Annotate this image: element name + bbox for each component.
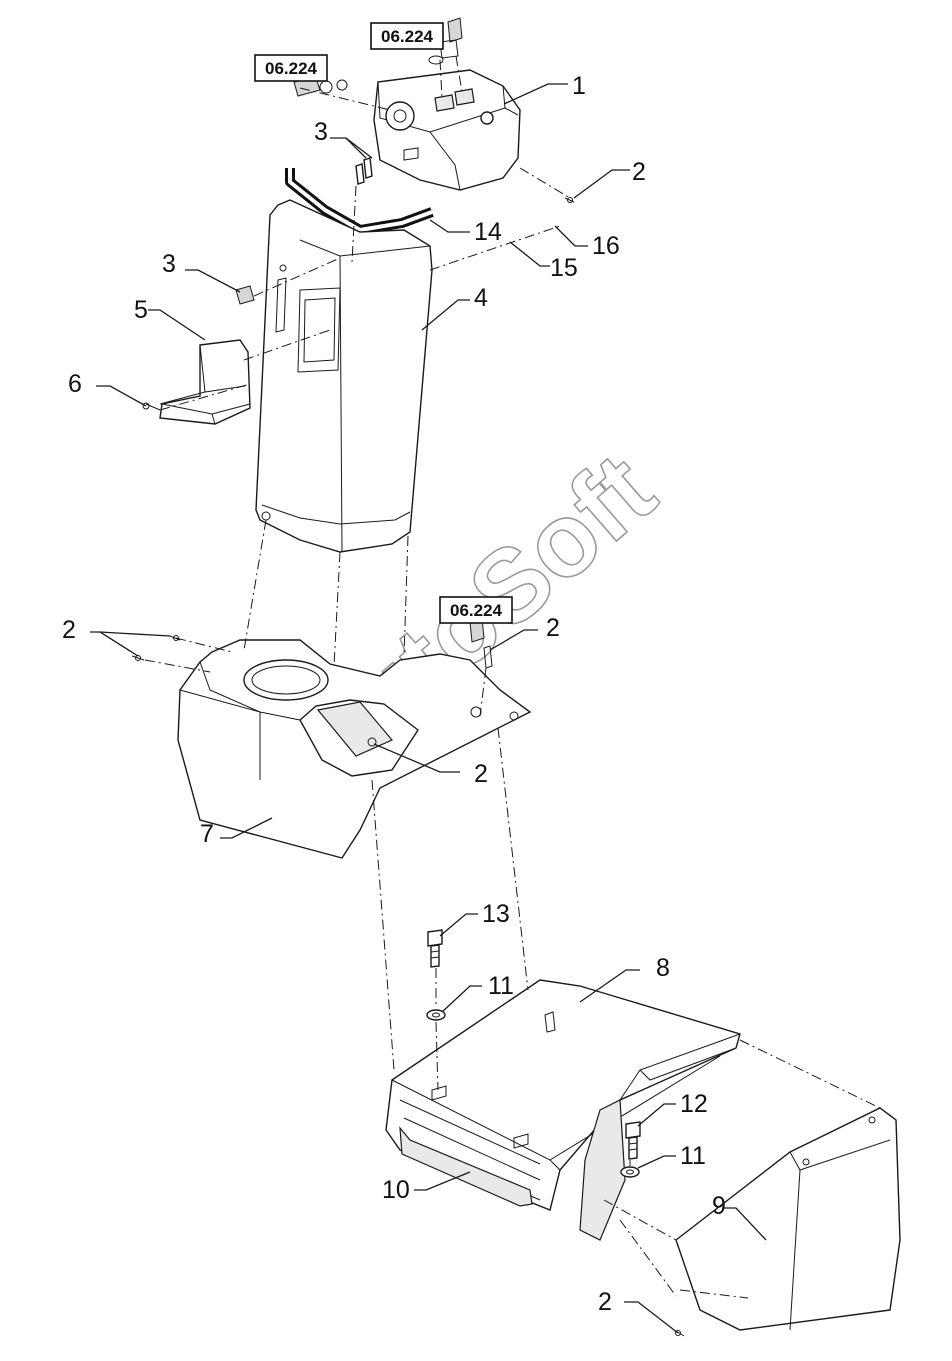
part-6-screw <box>142 402 161 411</box>
reference-label: 06.224 <box>265 59 318 78</box>
part-13-bolt <box>427 929 443 968</box>
part-3-clips-top <box>355 157 373 185</box>
callout-14: 14 <box>474 218 502 246</box>
part-12-bolt <box>625 1121 641 1160</box>
reference-label: 06.224 <box>450 601 503 620</box>
callout-3: 3 <box>314 118 328 146</box>
callout-16: 16 <box>592 232 620 260</box>
callout-2: 2 <box>546 614 560 642</box>
callout-5: 5 <box>134 296 148 324</box>
part-8-floor-frame <box>385 979 741 1241</box>
assembly-centerlines <box>144 55 881 1299</box>
callout-numbers: 1 2 3 14 16 15 3 4 5 6 2 2 2 7 13 8 11 1… <box>62 72 726 1316</box>
part-1-console-housing <box>373 69 521 191</box>
part-11-washer-right <box>620 1166 640 1178</box>
part-3-clip-side <box>235 285 255 305</box>
callout-6: 6 <box>68 370 82 398</box>
callout-13: 13 <box>482 900 510 928</box>
callout-7: 7 <box>200 820 214 848</box>
callout-2: 2 <box>632 158 646 186</box>
part-5-bracket <box>159 339 251 425</box>
callout-2: 2 <box>598 1288 612 1316</box>
callout-1: 1 <box>572 72 586 100</box>
part-9-side-panel <box>675 1107 901 1331</box>
callout-8: 8 <box>656 954 670 982</box>
callout-12: 12 <box>680 1090 708 1118</box>
callout-4: 4 <box>474 284 488 312</box>
reference-box-mid: 06.224 <box>439 596 513 624</box>
callout-11: 11 <box>488 972 514 1000</box>
callout-10: 10 <box>382 1176 410 1204</box>
connector-plug-mid <box>469 617 493 669</box>
callout-2: 2 <box>474 760 488 788</box>
callout-leaders <box>90 83 767 1334</box>
part-11-washer-left <box>426 1009 446 1021</box>
reference-box-left: 06.224 <box>254 54 328 82</box>
callout-15: 15 <box>550 254 578 282</box>
callout-3: 3 <box>162 250 176 278</box>
callout-9: 9 <box>712 1192 726 1220</box>
part-7-lower-shroud <box>177 639 532 859</box>
reference-label: 06.224 <box>381 27 434 46</box>
reference-box-top: 06.224 <box>370 22 444 50</box>
callout-2: 2 <box>62 616 76 644</box>
part-4-column-cover <box>255 199 433 553</box>
callout-11: 11 <box>680 1142 706 1170</box>
connector-plug-top <box>428 17 463 65</box>
